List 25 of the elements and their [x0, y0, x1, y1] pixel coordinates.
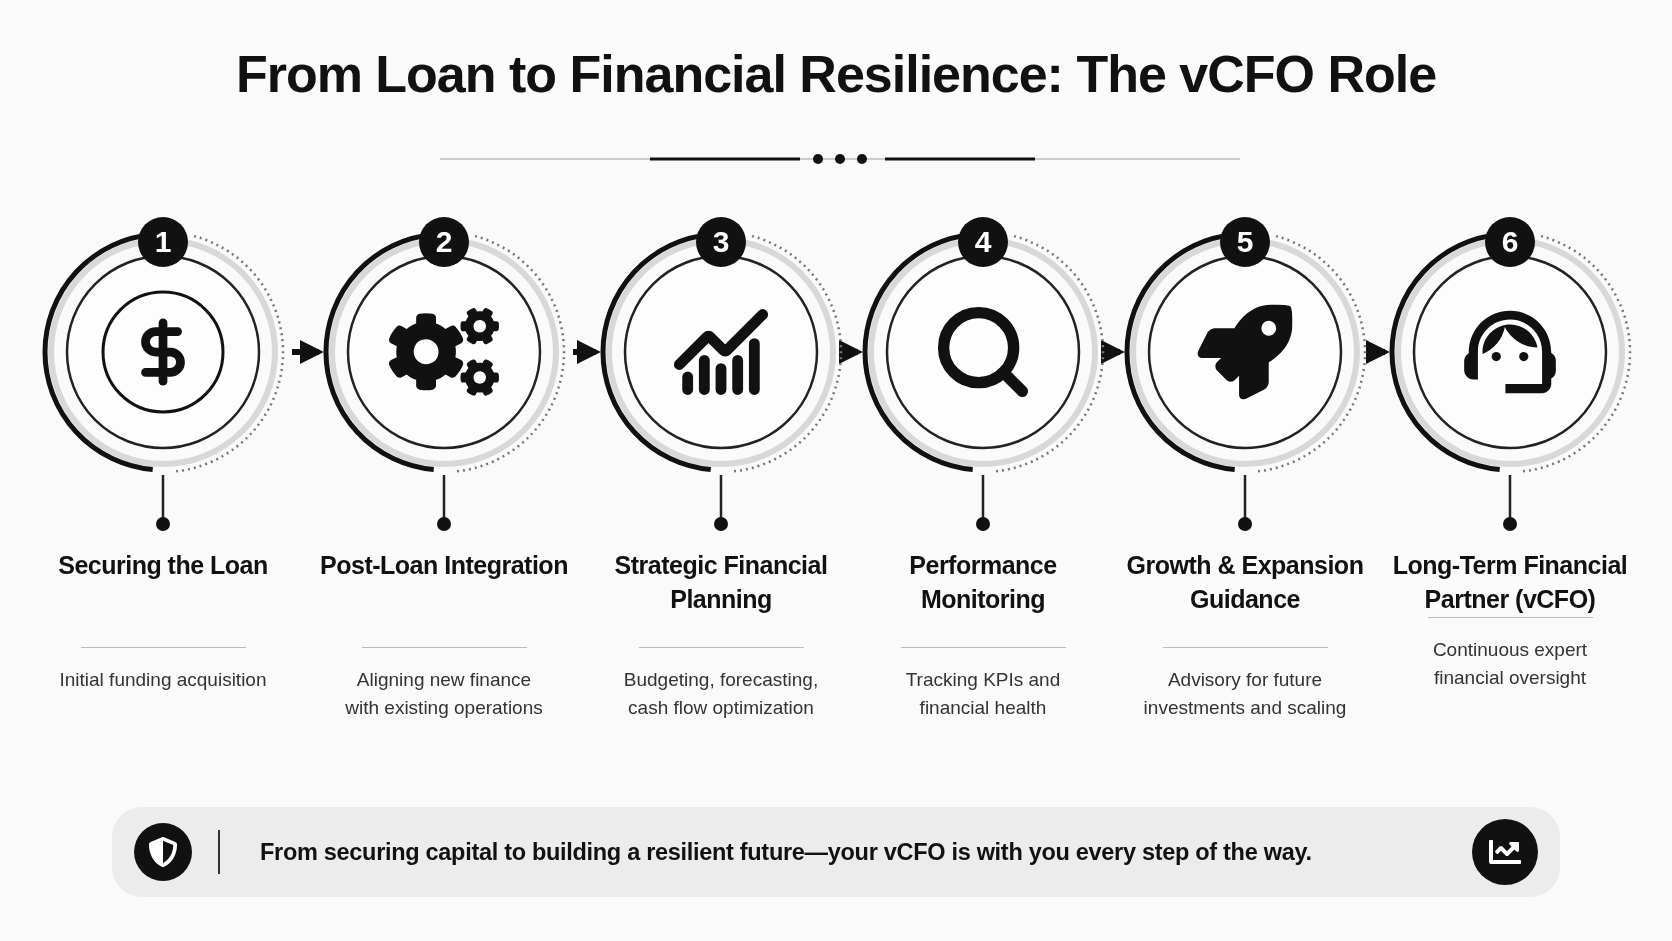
step-number: 3	[696, 217, 746, 267]
arrow	[838, 340, 863, 364]
step-description: Initial funding acquisition	[58, 668, 268, 692]
step-description: Continuous expert financial oversight	[1431, 638, 1589, 690]
step-description: Aligning new finance with existing operations	[344, 668, 544, 720]
tagline: From securing capital to building a resilient future—your vCFO is with you every step of the way.	[260, 838, 1313, 866]
step-description: Budgeting, forecasting, cash flow optimization	[622, 668, 820, 720]
step-number: 6	[1485, 217, 1535, 267]
arrow	[292, 340, 324, 364]
step-description: Advisory for future investments and scaling	[1142, 668, 1348, 720]
arrow	[1100, 340, 1125, 364]
step-title: Long-Term Financial Partner (vCFO)	[1391, 550, 1629, 615]
step-number: 4	[958, 217, 1008, 267]
step-title: Performance Monitoring	[908, 550, 1058, 615]
step-title: Strategic Financial Planning	[613, 550, 829, 615]
step-number: 1	[138, 217, 188, 267]
step-title: Growth & Expansion Guidance	[1125, 550, 1365, 615]
step-number: 5	[1220, 217, 1270, 267]
arrow	[573, 340, 601, 364]
step-title: Securing the Loan	[57, 550, 269, 581]
step-description: Tracking KPIs and financial health	[904, 668, 1062, 720]
step-title: Post-Loan Integration	[319, 550, 569, 581]
title: From Loan to Financial Resilience: The vCFO Role	[234, 44, 1438, 104]
arrow	[1365, 340, 1390, 364]
step-number: 2	[419, 217, 469, 267]
